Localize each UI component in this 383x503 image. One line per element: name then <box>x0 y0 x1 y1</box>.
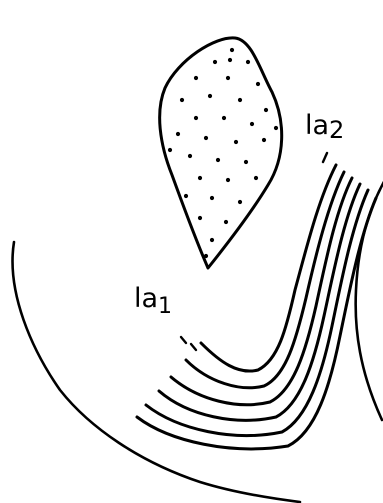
stipple-dot <box>208 94 212 98</box>
layer-line-1 <box>201 165 336 371</box>
stipple-dot <box>188 154 192 158</box>
stipple-dot <box>194 116 198 120</box>
stipple-dot <box>224 220 228 224</box>
stipple-dot <box>184 194 188 198</box>
stipple-dot <box>234 140 238 144</box>
layer-line-6 <box>137 198 376 449</box>
label-la1: la1 <box>134 283 172 319</box>
stipple-dot <box>194 76 198 80</box>
stipple-dot <box>168 148 172 152</box>
stipple-dot <box>264 108 268 112</box>
stipple-dot <box>238 98 242 102</box>
la1-tick-marks <box>181 337 196 350</box>
outer-boundary-curve <box>13 242 300 502</box>
stipple-dot <box>210 196 214 200</box>
stipple-dot <box>262 138 266 142</box>
stipple-dot <box>204 136 208 140</box>
stipple-dot <box>238 200 242 204</box>
la2-tick-mark <box>323 153 327 162</box>
stipple-dot <box>198 176 202 180</box>
label-la1-subscript: 1 <box>158 294 172 319</box>
layer-band <box>137 165 376 449</box>
label-la2: la2 <box>305 110 344 144</box>
stipple-dot <box>254 176 258 180</box>
stipple-dot <box>222 116 226 120</box>
stipple-dot <box>256 82 260 86</box>
stipple-dot <box>180 98 184 102</box>
stipple-dot <box>274 126 278 130</box>
stipple-dot <box>216 158 220 162</box>
stipple-dot <box>226 76 230 80</box>
label-la2-subscript: 2 <box>329 116 344 144</box>
stipple-dot <box>244 160 248 164</box>
stipple-dot <box>250 122 254 126</box>
stipple-dot <box>246 60 250 64</box>
stipple-dot <box>230 48 234 52</box>
stipple-dot <box>228 58 232 62</box>
label-la1-base: la <box>134 283 158 314</box>
stipple-dot <box>198 216 202 220</box>
stipple-dot <box>226 178 230 182</box>
stipple-dot <box>210 238 214 242</box>
stipple-dot <box>176 132 180 136</box>
stipple-dot <box>204 254 208 258</box>
label-la2-base: la <box>305 110 329 141</box>
stipple-dot <box>213 60 217 64</box>
dotted-oval-region <box>160 38 282 268</box>
